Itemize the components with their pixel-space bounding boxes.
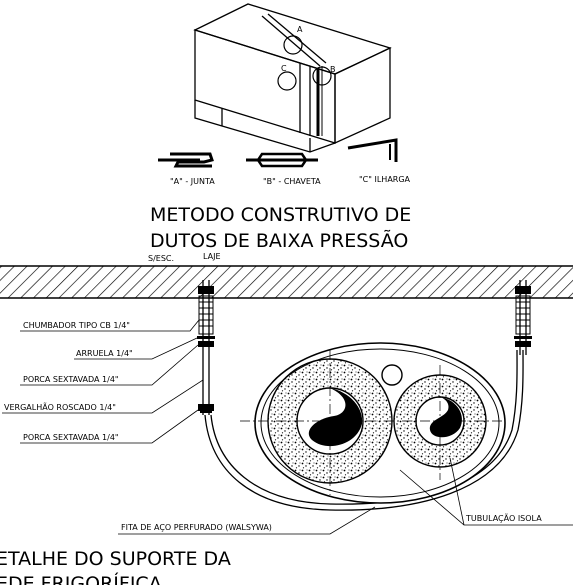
- support-title-line2: EDE FRIGORÍFICA: [0, 572, 162, 585]
- callout-vergalhao: VERGALHÃO ROSCADO 1/4": [2, 379, 204, 414]
- callout-label-chumbador: CHUMBADOR TIPO CB 1/4": [23, 321, 130, 330]
- callout-label-arruela: ARRUELA 1/4": [76, 349, 133, 358]
- callout-chumbador: CHUMBADOR TIPO CB 1/4": [20, 319, 200, 332]
- strap-label: FITA DE AÇO PERFURADO (WALSYWA): [121, 523, 272, 532]
- concrete-slab: [0, 265, 573, 299]
- slab-label: LAJE: [203, 252, 221, 261]
- joint-profile-c: "C" ILHARGA: [347, 138, 411, 184]
- callout-porca-1: PORCA SEXTAVADA 1/4": [20, 344, 199, 386]
- support-title-line1: ETALHE DO SUPORTE DA: [0, 548, 231, 570]
- callout-arruela: ARRUELA 1/4": [74, 337, 198, 360]
- scale-note: S/ESC.: [148, 254, 174, 263]
- duct-title-line1: METODO CONSTRUTIVO DE: [150, 204, 411, 226]
- callout-label-vergalhao: VERGALHÃO ROSCADO 1/4": [4, 402, 116, 412]
- point-c-label: C: [281, 64, 287, 73]
- left-hanger-rod: [197, 280, 215, 415]
- pipe-label: TUBULAÇÃO ISOLA: [465, 513, 542, 523]
- joint-profile-a: "A" - JUNTA: [158, 152, 215, 186]
- joint-label-a: "A" - JUNTA: [170, 177, 215, 186]
- joint-label-b: "B" - CHAVETA: [263, 177, 321, 186]
- joint-label-c: "C" ILHARGA: [359, 175, 411, 184]
- callout-pipe: TUBULAÇÃO ISOLA: [399, 457, 573, 526]
- detail-marker-a: A: [283, 25, 303, 55]
- callout-label-porca-2: PORCA SEXTAVADA 1/4": [23, 433, 119, 442]
- right-hanger-rod: [514, 280, 532, 355]
- detail-marker-b: B: [312, 65, 336, 86]
- point-b-label: B: [330, 65, 336, 74]
- point-a-label: A: [297, 25, 303, 34]
- callout-strap: FITA DE AÇO PERFURADO (WALSYWA): [118, 506, 376, 535]
- detail-marker-c: C: [277, 64, 297, 91]
- duct-title-line2: DUTOS DE BAIXA PRESSÃO: [150, 229, 408, 252]
- joint-profile-b: "B" - CHAVETA: [246, 152, 321, 186]
- insulated-pipe-bundle: [240, 342, 506, 504]
- callout-label-porca-1: PORCA SEXTAVADA 1/4": [23, 375, 119, 384]
- callout-porca-2: PORCA SEXTAVADA 1/4": [20, 409, 199, 444]
- duct-isometric: [193, 3, 392, 153]
